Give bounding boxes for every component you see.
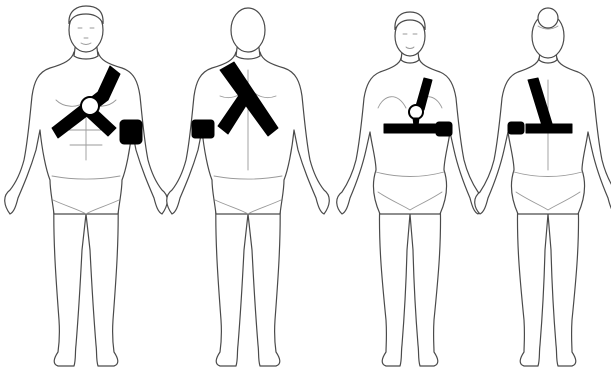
armband-female-front [436, 122, 452, 136]
figure-female-front [337, 12, 484, 366]
chest-strap [384, 124, 436, 133]
harness-ring [81, 97, 99, 115]
figure-male-front [5, 6, 168, 366]
head-male-back [231, 8, 265, 52]
harness-ring-female [409, 105, 423, 119]
figure-female-back [475, 8, 611, 366]
back-strap [526, 124, 572, 133]
armband-female-back [508, 122, 524, 134]
armband-male-back [192, 120, 214, 138]
armband-male-front [120, 120, 142, 144]
figure-male-back [167, 8, 330, 366]
